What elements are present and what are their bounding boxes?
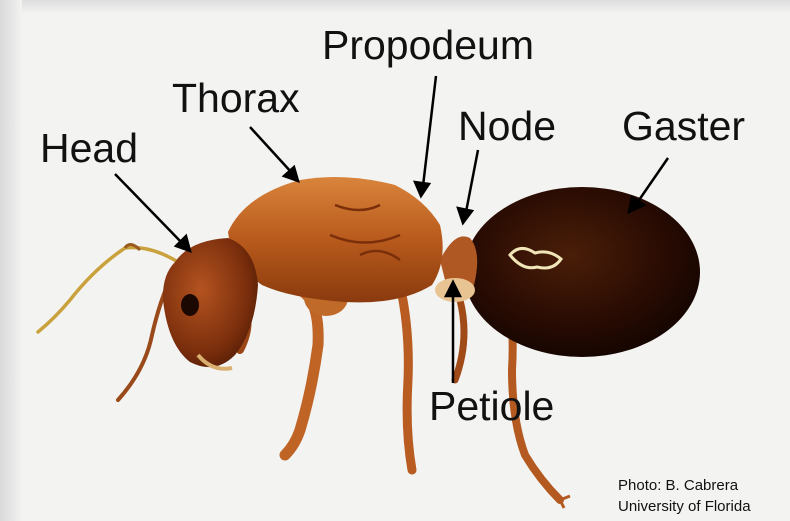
photo-credit-line1: Photo: B. Cabrera	[618, 478, 738, 493]
compound-eye	[181, 294, 199, 316]
label-thorax: Thorax	[172, 78, 300, 119]
propodeum-pointer-arrow	[415, 76, 436, 196]
mid-leg	[400, 285, 464, 470]
thorax-pointer-arrow	[250, 127, 298, 181]
photo-credit-line2: University of Florida	[618, 499, 751, 514]
gaster-segment	[464, 187, 700, 357]
thorax-segment	[228, 177, 443, 302]
label-petiole: Petiole	[429, 386, 554, 427]
label-node: Node	[458, 106, 556, 147]
label-gaster: Gaster	[622, 106, 745, 147]
label-propodeum: Propodeum	[322, 25, 534, 66]
fore-leg	[240, 280, 348, 455]
node-pointer-arrow	[458, 150, 478, 223]
head-pointer-arrow	[115, 174, 190, 251]
label-head: Head	[40, 128, 138, 169]
